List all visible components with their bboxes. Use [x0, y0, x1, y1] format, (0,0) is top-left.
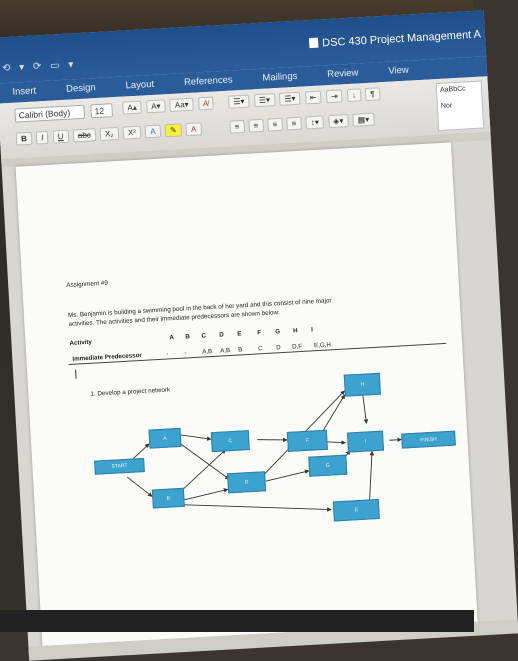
- font-size-buttons: A▴ A▾ Aa▾ A̸: [122, 96, 216, 115]
- document-page[interactable]: Assignment #9 Ms. Benjamin is building a…: [15, 142, 478, 646]
- document-icon: [308, 37, 319, 49]
- edge-c-f: [257, 437, 288, 443]
- node-i: I: [346, 430, 385, 453]
- underline-button[interactable]: U: [52, 129, 69, 144]
- node-start: START: [94, 457, 145, 475]
- align-left-icon[interactable]: ≡: [229, 119, 245, 134]
- alignment-buttons: ≡ ≡ ≡ ≡ ↕▾ ◈▾ ▦▾: [229, 112, 376, 134]
- clear-format-icon[interactable]: A̸: [197, 96, 214, 111]
- grow-font-button[interactable]: A▴: [122, 100, 143, 115]
- borders-icon[interactable]: ▦▾: [352, 112, 375, 127]
- style-name: Nor: [440, 102, 453, 110]
- word-window: ⟲ ▾ ⟳ ▭ ▾ DSC 430 Project Management A I…: [0, 10, 518, 661]
- edge-f-i: [325, 440, 346, 445]
- bullets-icon[interactable]: ☰▾: [227, 94, 250, 109]
- italic-button[interactable]: I: [35, 130, 49, 145]
- node-g: G: [308, 454, 348, 477]
- quick-access-toolbar[interactable]: ⟲ ▾ ⟳ ▭ ▾: [1, 59, 77, 75]
- text-effects-button[interactable]: A: [144, 124, 161, 139]
- increase-indent-icon[interactable]: ⇥: [325, 89, 344, 104]
- decrease-indent-icon[interactable]: ⇤: [304, 90, 322, 105]
- node-h: H: [343, 372, 381, 397]
- sort-icon[interactable]: ↓: [346, 88, 362, 103]
- format-buttons: B I U abc X₂ X² A ✎ A: [15, 122, 204, 146]
- highlight-icon[interactable]: ✎: [164, 123, 183, 138]
- node-c: C: [210, 430, 250, 453]
- network-arrows: [126, 390, 402, 512]
- monitor-bezel: [0, 610, 474, 632]
- edge-b-e: [184, 504, 332, 512]
- numbering-icon[interactable]: ☰▾: [253, 93, 276, 108]
- node-a: A: [148, 427, 182, 449]
- edge-a-d: [179, 442, 230, 480]
- subscript-button[interactable]: X₂: [99, 126, 119, 141]
- edge-h-i: [362, 395, 369, 424]
- node-finish: FINISH: [401, 430, 456, 449]
- align-right-icon[interactable]: ≡: [267, 117, 283, 132]
- line-spacing-icon[interactable]: ↕▾: [305, 115, 325, 130]
- edge-f-h: [320, 394, 346, 435]
- font-size-select[interactable]: 12: [90, 103, 114, 119]
- pilcrow-icon[interactable]: ¶: [364, 87, 380, 102]
- node-e: E: [332, 498, 380, 522]
- edge-start-b: [126, 476, 153, 497]
- edge-b-d: [184, 488, 229, 501]
- node-b: B: [151, 487, 185, 509]
- edge-d-g: [265, 469, 310, 482]
- font-color-button[interactable]: A: [185, 122, 202, 137]
- font-name-select[interactable]: Calibri (Body): [14, 104, 86, 123]
- node-d: D: [227, 471, 267, 494]
- change-case-button[interactable]: Aa▾: [169, 97, 195, 112]
- edge-b-c: [179, 449, 227, 493]
- node-f: F: [286, 429, 328, 452]
- styles-gallery[interactable]: AaBbCc Nor: [435, 80, 485, 132]
- shading-icon[interactable]: ◈▾: [327, 114, 349, 129]
- edge-a-c: [180, 434, 212, 441]
- align-center-icon[interactable]: ≡: [248, 118, 264, 133]
- paragraph-buttons: ☰▾ ☰▾ ☰▾ ⇤ ⇥ ↓ ¶: [227, 87, 382, 109]
- bold-button[interactable]: B: [15, 131, 33, 146]
- justify-icon[interactable]: ≡: [286, 116, 302, 131]
- multilevel-icon[interactable]: ☰▾: [279, 91, 301, 106]
- shrink-font-button[interactable]: A▾: [145, 99, 166, 114]
- document-title-text: DSC 430 Project Management A: [321, 28, 482, 50]
- strikethrough-button[interactable]: abc: [72, 128, 97, 143]
- superscript-button[interactable]: X²: [122, 125, 142, 140]
- document-title: DSC 430 Project Management A: [308, 28, 482, 51]
- edge-e-i: [368, 450, 375, 508]
- edge-i-finish: [389, 437, 402, 443]
